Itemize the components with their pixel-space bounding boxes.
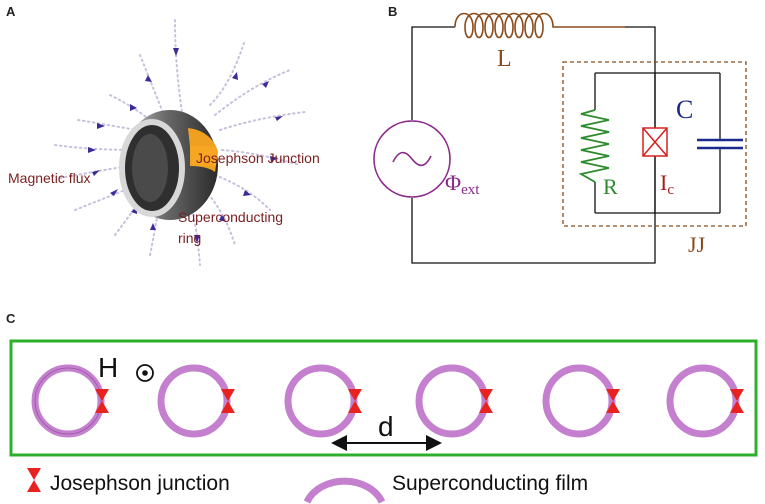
inductor-coil: [454, 12, 625, 39]
ring-unit-3: [284, 364, 362, 438]
legend-film-label: Superconducting film: [392, 472, 588, 495]
resistor-label: R: [603, 174, 618, 199]
capacitor-plates: [697, 138, 743, 150]
legend-film-icon: [303, 477, 386, 504]
field-label: H: [98, 352, 118, 383]
flux-source-label: Φext: [445, 170, 480, 198]
legend: Josephson junction Superconducting film: [27, 468, 588, 504]
panel-label-c: C: [6, 311, 16, 326]
ring-unit-1: [31, 364, 109, 438]
ring-unit-4: [415, 364, 493, 438]
panel-a-illustration: Magnetic flux Josephson Junction Superco…: [8, 19, 320, 266]
flux-arrowheads: [88, 48, 283, 243]
critical-current-label: Ic: [660, 170, 674, 198]
capacitor-label: C: [676, 95, 693, 124]
legend-junction-label: Josephson junction: [50, 472, 230, 495]
field-out-of-page-icon: [136, 364, 154, 382]
panel-c-array: H d Josephson junction Superconducting f…: [9, 339, 758, 504]
ring-unit-6: [666, 364, 744, 438]
panel-label-b: B: [388, 4, 398, 19]
ring-label: ring: [178, 230, 201, 246]
legend-junction-icon: [27, 468, 41, 492]
superconducting-label: Superconducting: [178, 209, 283, 225]
inductor-label: L: [497, 46, 512, 72]
josephson-junction-label: Josephson Junction: [196, 150, 320, 166]
ring-unit-2: [157, 364, 235, 438]
circuit-wires: [411, 26, 721, 264]
panel-b-circuit: L Φext JJ R Ic C: [373, 12, 747, 264]
ring-array: [31, 364, 744, 438]
array-frame: [9, 339, 758, 457]
spacing-label: d: [378, 411, 394, 442]
ring-unit-5: [542, 364, 620, 438]
superconducting-ring: [119, 110, 218, 220]
panel-label-a: A: [6, 4, 16, 19]
magnetic-flux-label: Magnetic flux: [8, 170, 90, 186]
sine-wave-icon: [392, 151, 432, 167]
jj-label: JJ: [688, 232, 706, 257]
josephson-junction-symbol: [642, 127, 668, 157]
resistor-zigzag: [578, 109, 610, 183]
jj-dashed-box: [562, 61, 747, 227]
